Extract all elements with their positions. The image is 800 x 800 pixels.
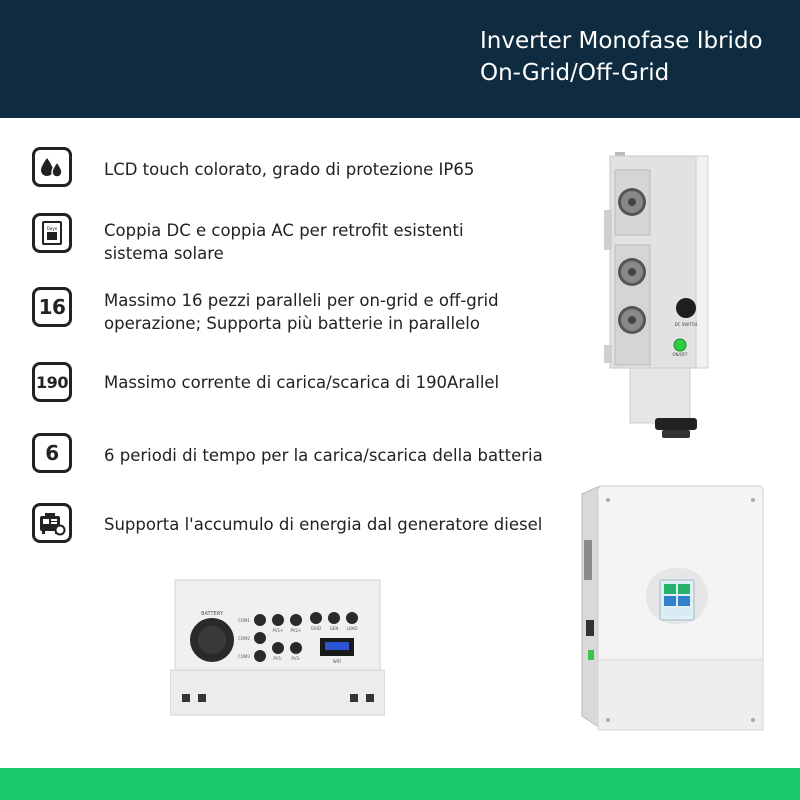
feature-item-generator: Supporta l'accumulo di energia dal gener… <box>32 503 572 551</box>
page-title-line2: On-Grid/Off-Grid <box>480 60 670 86</box>
switch-panel-icon: Deye <box>32 213 72 253</box>
svg-text:Deye: Deye <box>47 226 58 231</box>
pv2-minus-label: PV2- <box>291 656 301 661</box>
pv1-plus-label: PV1+ <box>272 628 283 633</box>
page-title-line1: Inverter Monofase Ibrido <box>480 28 763 54</box>
feature-text-line1: Coppia DC e coppia AC per retrofit esist… <box>104 221 464 240</box>
grid-label: GRID <box>311 626 321 631</box>
diesel-generator-icon <box>32 503 72 543</box>
pv2-plus-label: PV2+ <box>290 628 301 633</box>
feature-text: Supporta l'accumulo di energia dal gener… <box>104 515 543 534</box>
feature-text: Massimo corrente di carica/scarica di 19… <box>104 373 500 392</box>
gen-label: GEN <box>330 626 339 631</box>
feature-item-time-periods: 6 6 periodi di tempo per la carica/scari… <box>32 433 572 481</box>
feature-text-line1: Massimo 16 pezzi paralleli per on-grid e… <box>104 291 499 310</box>
feature-item-coupling: Deye Coppia DC e coppia AC per retrofit … <box>32 213 572 263</box>
feature-text-line2: operazione; Supporta più batterie in par… <box>104 314 480 333</box>
number-badge-6: 6 <box>32 433 72 473</box>
dc-switch-label: DC SWITCH <box>675 322 698 327</box>
inverter-front-view-image <box>578 480 768 740</box>
load-label: LOAD <box>347 626 358 631</box>
water-drops-icon <box>32 147 72 187</box>
com3-label: COM3 <box>238 654 250 659</box>
feature-item-parallel: 16 Massimo 16 pezzi paralleli per on-gri… <box>32 287 572 335</box>
footer-bar <box>0 768 800 800</box>
header-banner: Inverter Monofase Ibrido On-Grid/Off-Gri… <box>0 0 800 118</box>
feature-text: 6 periodi di tempo per la carica/scarica… <box>104 446 543 465</box>
com2-label: COM2 <box>238 636 250 641</box>
onoff-label: ON/OFF <box>672 352 688 357</box>
feature-text: LCD touch colorato, grado di protezione … <box>104 160 475 179</box>
battery-label: BATTERY <box>201 611 224 617</box>
com1-label: COM1 <box>238 618 250 623</box>
number-badge-16: 16 <box>32 287 72 327</box>
pv1-minus-label: PV1- <box>273 656 283 661</box>
feature-item-ip65: LCD touch colorato, grado di protezione … <box>32 147 572 195</box>
inverter-bottom-view-image: BATTERY COM1 COM2 COM3 PV1+ PV2+ PV1- PV… <box>169 570 386 720</box>
wifi-label: WIFI <box>333 659 342 664</box>
feature-text-line2: sistema solare <box>104 244 224 263</box>
number-badge-190: 190 <box>32 362 72 402</box>
inverter-side-view-image: DC SWITCH ON/OFF <box>600 150 720 440</box>
feature-item-current: 190 Massimo corrente di carica/scarica d… <box>32 362 572 410</box>
